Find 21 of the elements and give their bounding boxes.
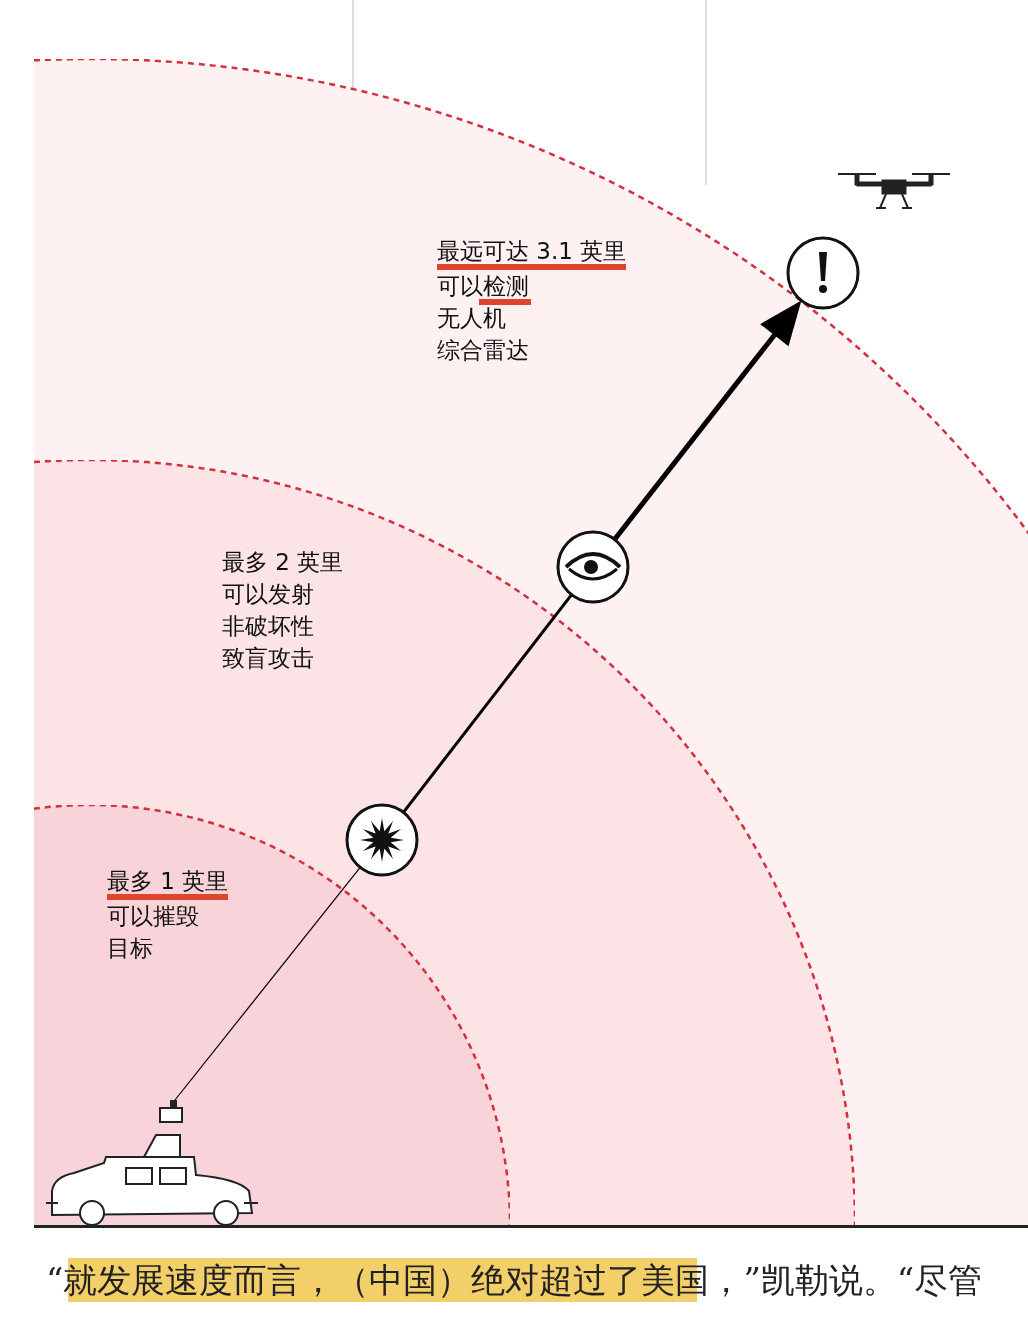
range-text: 综合雷达 (437, 336, 529, 365)
range-heading: 最多 1 英里 (107, 868, 229, 900)
connector-line (174, 866, 361, 1101)
connector-line (402, 593, 573, 814)
range-zone (34, 59, 1028, 1225)
alert-icon (786, 236, 860, 310)
arrow (612, 300, 802, 541)
range-zone (34, 805, 510, 1225)
range-text: 致盲攻击 (222, 644, 314, 673)
range-text: 可以检测 (437, 272, 529, 301)
range-text: 无人机 (437, 304, 506, 333)
range-text: 可以摧毁 (107, 902, 199, 931)
range-heading: 最多 2 英里 (222, 548, 344, 577)
eye-icon (556, 530, 630, 604)
burst-icon (345, 803, 419, 877)
range-text: 目标 (107, 934, 153, 963)
range-heading: 最远可达 3.1 英里 (437, 238, 627, 270)
drone-drawing (836, 170, 952, 210)
range-text: 可以发射 (222, 580, 314, 609)
range-text: 非破坏性 (222, 612, 314, 641)
range-zone (34, 460, 855, 1225)
